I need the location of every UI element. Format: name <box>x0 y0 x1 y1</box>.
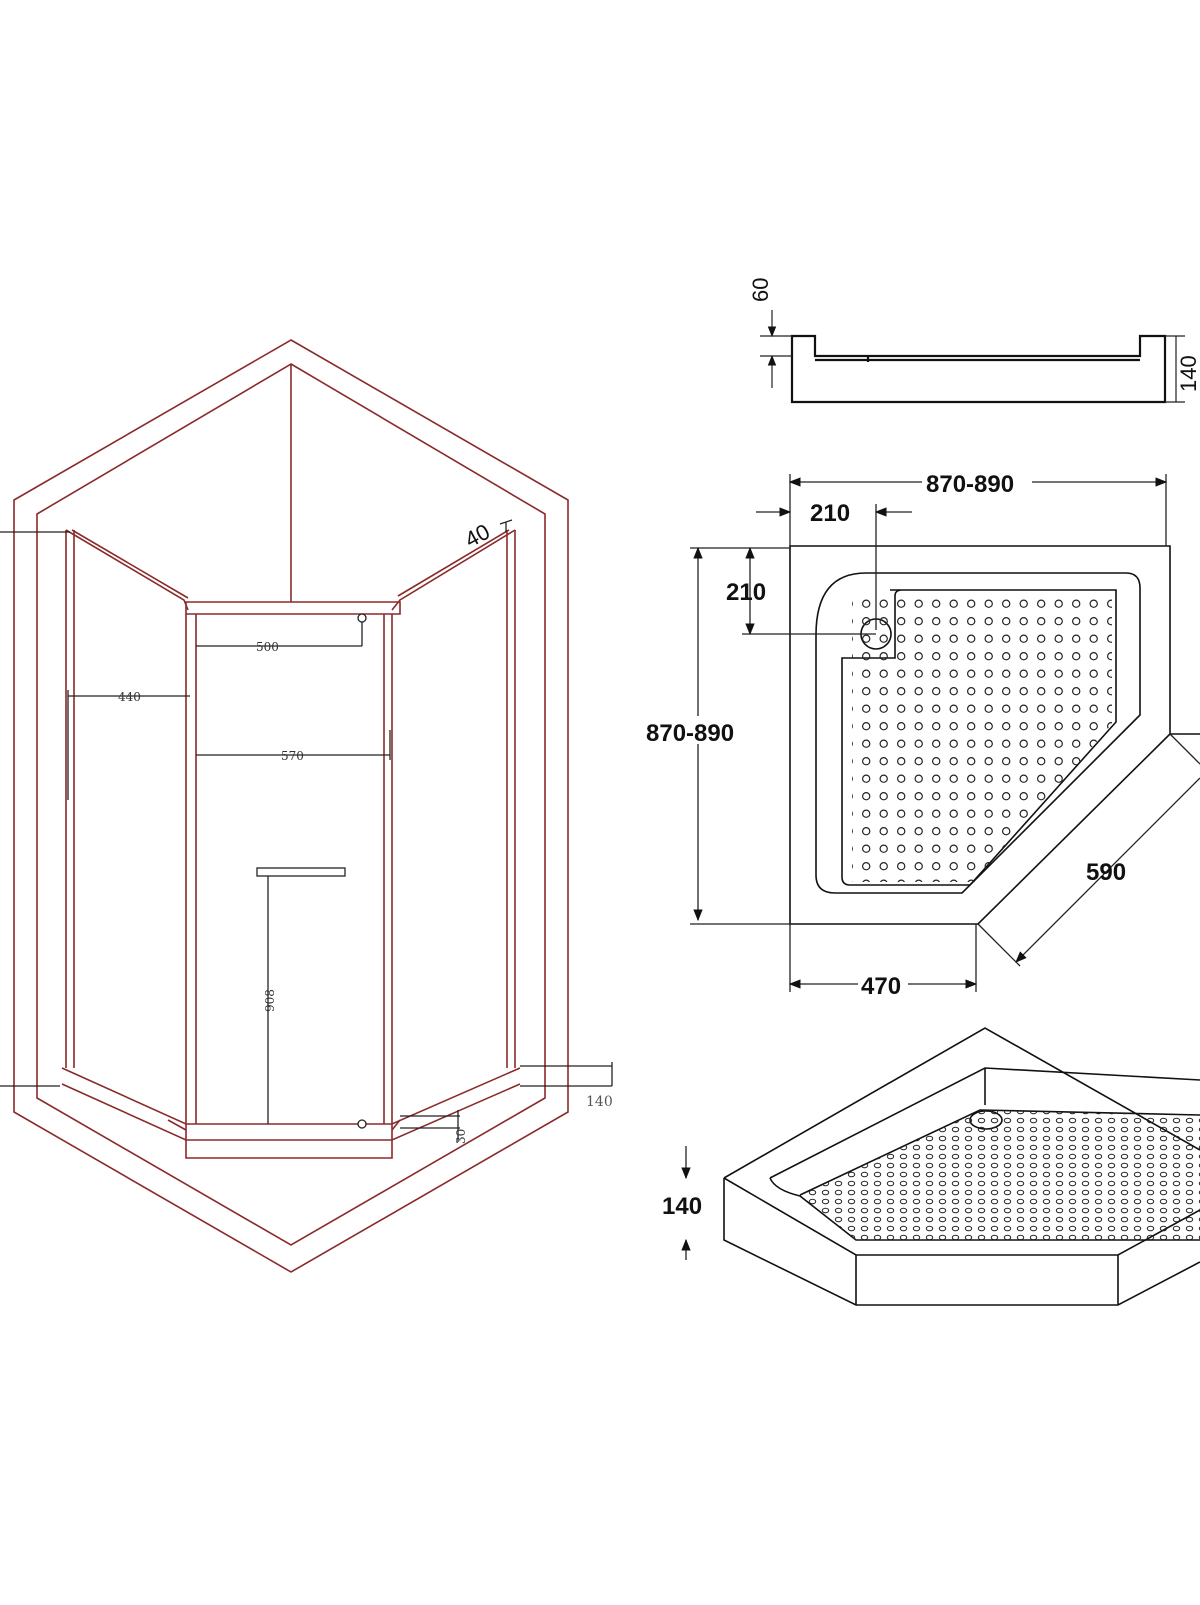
tray-side-dimensions <box>760 310 1185 403</box>
angle-label: 40 <box>461 519 494 553</box>
tray-side-section <box>790 334 1167 404</box>
tray-width-label: 870-890 <box>926 471 1014 498</box>
tray-diagonal-label: 590 <box>1086 859 1126 886</box>
cabin-outline <box>13 339 569 1273</box>
depth-30-label: 30 <box>454 1129 468 1144</box>
tray-depth-label: 870-890 <box>646 720 734 747</box>
height-908-label: 908 <box>263 989 277 1012</box>
depth-140-label: 140 <box>586 1094 613 1110</box>
lip-height-label: 60 <box>748 278 773 302</box>
tray-front-label: 470 <box>861 973 901 1000</box>
width-500-label: 500 <box>256 640 279 654</box>
tray-plan-dimension-labels: 870-890 210 210 870-890 470 590 <box>644 468 1126 1000</box>
tray-plan-dimensions <box>690 474 1200 992</box>
drain-offset-x-label: 210 <box>810 500 850 527</box>
drain-offset-y-label: 210 <box>726 579 766 606</box>
width-440-label: 440 <box>118 690 141 704</box>
cabin-dimension-labels: 40 500 440 570 908 140 30 <box>118 519 613 1144</box>
width-570-label: 570 <box>281 749 304 763</box>
cabin-dimensions <box>0 519 613 1142</box>
tray-iso-height-label: 140 <box>662 1193 702 1220</box>
tray-plan-dot-field <box>852 598 1112 882</box>
tray-height-side-label: 140 <box>1176 355 1200 392</box>
tray-isometric-dot-field <box>800 1110 1200 1240</box>
